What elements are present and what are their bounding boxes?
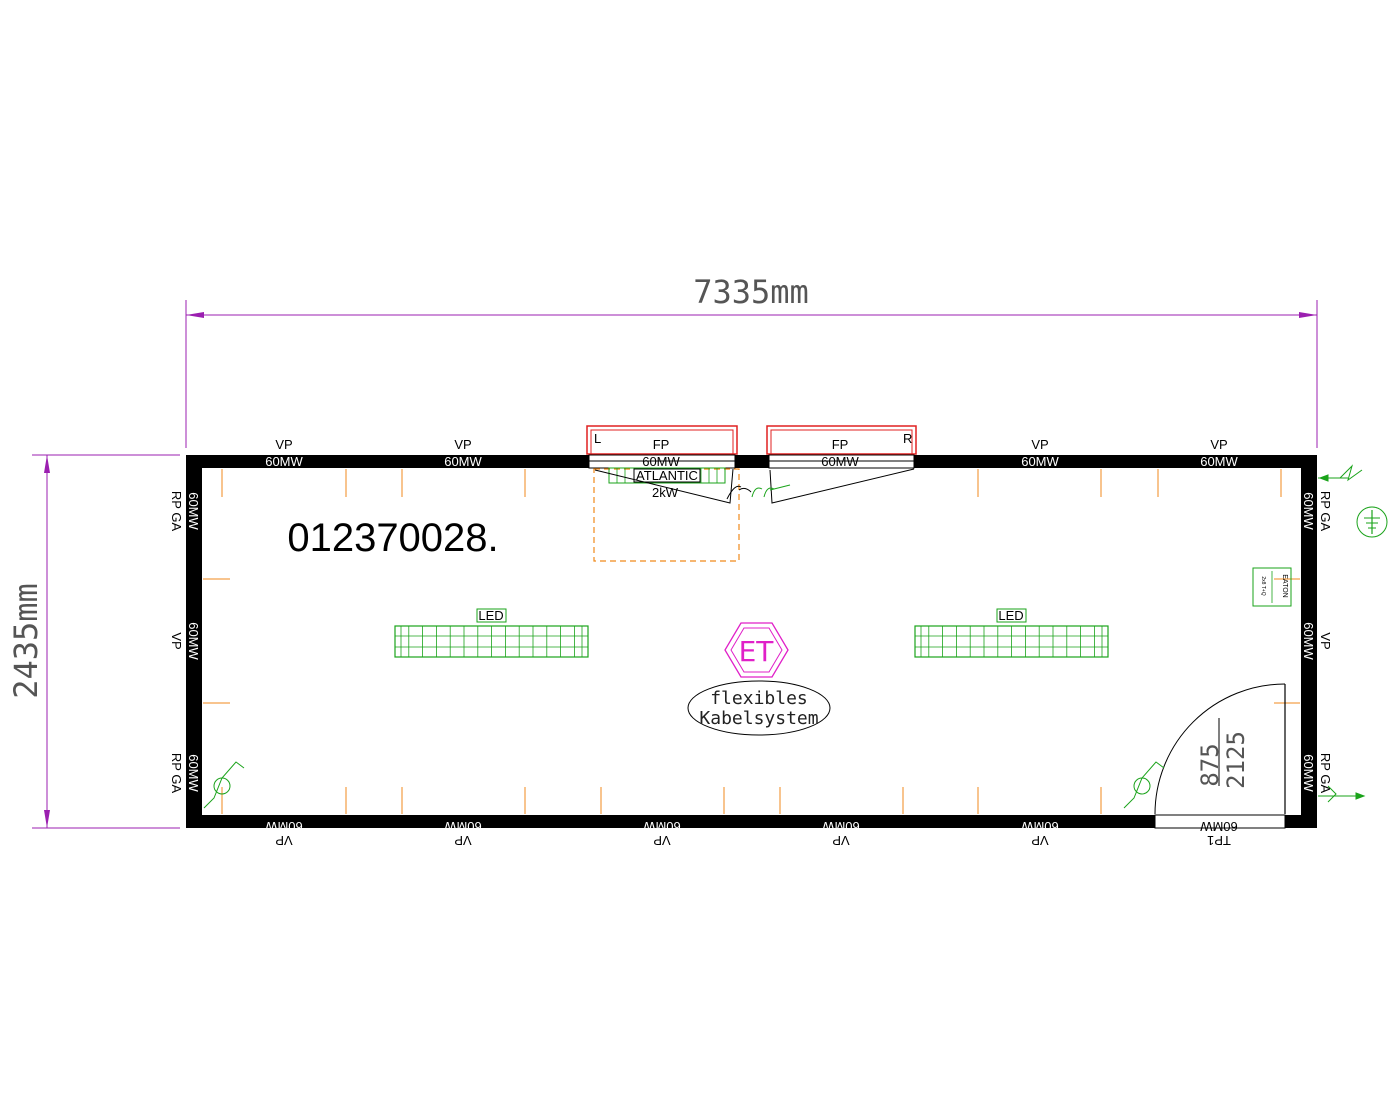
wall-size: 60MW [186,754,201,792]
et-label: ET [739,635,775,668]
wall-type: VP [454,437,471,452]
window-right: R [766,425,917,455]
lamp-icon-left [203,761,245,809]
wall-size: 60MW [265,454,303,469]
wall-type: VP [169,632,184,649]
wall-type: VP [454,833,471,848]
door-width: 875 [1196,743,1224,786]
et-hexagon-icon: ET [724,622,789,678]
door: 875 2125 [1154,683,1286,815]
drain-outlet-icon [1318,785,1366,803]
wall-size: 60MW [1301,622,1316,660]
window-sashes [594,468,915,504]
width-dimension: 2435mm [7,454,180,829]
box-brand: EATON [1281,574,1288,597]
window-mark-l: L [594,431,601,446]
wall-type: VP [275,437,292,452]
cable-system-line2: Kabelsystem [699,708,818,729]
distribution-box: EATON 2x8 T+Q [1252,567,1292,607]
ground-icon [1356,506,1388,538]
bottom-wall-labels: 60MW VP 60MW VP 60MW VP 60MW VP 60MW VP … [264,819,1237,848]
width-label: 2435mm [7,583,45,699]
wall-type: VP [1210,437,1227,452]
left-wall-labels: 60MW RP GA 60MW VP 60MW RP GA [169,491,201,794]
wall-size: 60MW [1301,492,1316,530]
wall-size: 60MW [1020,819,1058,834]
wall-type: VP [653,833,670,848]
wall-type: VP [1318,632,1333,649]
power-inlet-icon [1318,464,1363,482]
length-dimension: 7335mm [185,273,1318,448]
walls [186,454,1317,829]
container-number: 012370028. [287,516,498,560]
switch-icon [751,484,791,498]
wall-size: 60MW [1200,454,1238,469]
wall-size: 60MW [264,819,302,834]
wall-type: RP GA [169,753,184,794]
wall-type: TP1 [1207,833,1231,848]
wall-type: VP [275,833,292,848]
wall-size: 60MW [642,819,680,834]
wall-size: 60MW [186,622,201,660]
cable-system-line1: flexibles [710,688,808,709]
heater: ATLANTIC 2kW [593,467,740,562]
heater-brand: ATLANTIC [636,468,698,483]
wall-size: 60MW [1021,454,1059,469]
wall-size: 60MW [1301,754,1316,792]
length-label: 7335mm [693,273,809,311]
wall-type: RP GA [1318,753,1333,794]
wall-type: RP GA [1318,491,1333,532]
wall-type: VP [1031,833,1048,848]
wall-size: 60MW [1199,819,1237,834]
led-label: LED [998,608,1023,623]
wall-size: 60MW [642,454,680,469]
led-label: LED [478,608,503,623]
lamp-icon-right [1123,761,1165,809]
led-light-left: LED [394,608,589,658]
wall-type: RP GA [169,491,184,532]
cable-system: flexibles Kabelsystem [687,680,831,736]
wall-type: FP [832,437,849,452]
top-wall-labels: VP 60MW VP 60MW FP 60MW FP 60MW VP 60MW … [265,437,1238,469]
wall-type: FP [653,437,670,452]
wall-type: VP [1031,437,1048,452]
wall-type: VP [832,833,849,848]
door-height: 2125 [1222,731,1250,789]
box-sub: 2x8 T+Q [1260,576,1266,595]
socket-ticks [203,469,1300,814]
led-light-right: LED [914,608,1109,658]
window-left: L [586,425,738,455]
wall-size: 60MW [444,454,482,469]
window-mark-r: R [903,431,912,446]
wall-size: 60MW [821,819,859,834]
wall-size: 60MW [443,819,481,834]
wall-size: 60MW [186,492,201,530]
right-wall-labels: 60MW RP GA 60MW VP 60MW RP GA [1301,491,1333,794]
wall-size: 60MW [821,454,859,469]
